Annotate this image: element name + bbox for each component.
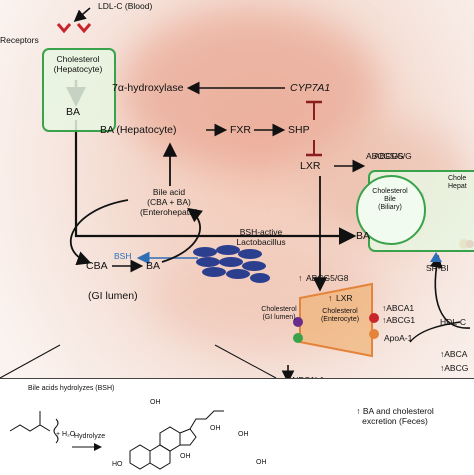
steroid-ring-d [179,428,197,446]
lxr-top-label: LXR [300,160,321,172]
bile-canaliculus [356,175,426,245]
abcg1-text: ABCG1 [386,315,416,325]
receptor-chevron-2 [76,23,92,34]
bsh-active-label: BSH-active Lactobacillus [236,227,286,247]
bsh-label: BSH [114,251,132,261]
panel-hydrolyze: Hydrolyze [74,433,106,440]
transporter-dot-orange [369,329,379,339]
excretion-label: ↑ BA and cholesterol excretion (Feces) [356,406,434,426]
excretion-text: BA and cholesterol excretion (Feces) [362,406,434,426]
transporter-dot-green [293,333,303,343]
ldl-label: LDL-C (Blood) [98,1,153,11]
panel-bracket-left [0,344,61,379]
abcg-right-text: ABCG [444,363,469,373]
transporter-dot-red [369,313,379,323]
panel-oh-2: OH [210,425,221,432]
panel-h2o: + H₂O [56,431,76,438]
bile-acid-label: Bile acid (CBA + BA) (Enterohepatic) [139,187,199,217]
ba-to-bile-curve [161,207,203,263]
bacteria-cluster [193,245,270,283]
abcg5-mid-arrow: ↑ [298,273,303,283]
abca1-label: ↑ABCA1 [382,303,415,313]
hepatocyte-box [42,48,116,132]
hdl-srbi-curve [429,254,471,329]
panel-bracket-right [214,344,277,379]
reaction-drawing [9,410,224,470]
panel-oh-5: OH [256,459,267,466]
enterocyte-box [299,282,373,358]
transporter-dot-purple [293,317,303,327]
abcg1-label: ↑ABCG1 [382,315,416,325]
bile-to-cba-curve [69,199,129,266]
cyp7a1-label: CYP7A1 [290,82,331,94]
chol-bile-label: Cholesterol Bile (Biliary) [372,188,408,212]
ba-right-label: BA [356,230,371,242]
srbi-marker [430,252,442,262]
abcg5-mid-label: ABCG5/G8 [306,273,349,283]
ba-hepatocyte-label: BA (Hepatocyte) [100,124,177,136]
steroid-ring-a [129,444,151,470]
lxr-mid-arrow: ↑ [328,293,333,303]
ldl-arrow [73,7,91,22]
hep-chol-label: Cholesterol (Hepatocyte) [53,54,103,74]
gi-ba-label: BA [146,260,161,272]
steroid-ring-b [149,444,171,470]
hydrolysis-panel: Bile acids hydrolyzes (BSH) + H₂O Hydrol… [0,378,474,475]
fxr-label: FXR [230,124,251,136]
chol-ent-label: Cholesterol (Enterocyte) [320,308,360,324]
gi-lumen-label: (GI lumen) [88,290,138,302]
hep-ba-label: BA [66,106,81,118]
sr-bi-label: SR-BI [426,263,449,273]
panel-title: Bile acids hydrolyzes (BSH) [28,385,115,392]
steroid-ring-c [159,426,181,452]
panel-oh-3: OH [180,453,191,460]
lxr-mid-label: LXR [336,293,353,303]
apoa-hdl-curve [409,321,461,343]
shp-label: SHP [288,124,310,136]
receptors-label: Receptors [0,35,39,45]
hdl-label: HDL-C [440,317,466,327]
apoa1-label: ApoA-1 [384,333,413,343]
abcg5-top-text: ABCG5/G [374,151,412,161]
cba-label: CBA [86,260,108,272]
panel-oh-4: OH [238,431,249,438]
panel-ho: HO [112,461,123,468]
chol-hepat-right-label: Chole Hepat [448,175,467,191]
abcg-right-label: ↑ABCG [440,363,469,373]
panel-oh-1: OH [150,399,161,406]
hydroxylase-label: 7α-hydroxylase [112,82,184,94]
abca-right-text: ABCA [444,349,468,359]
receptor-chevron-1 [56,23,72,34]
abca1-text: ABCA1 [386,303,415,313]
ba-long-path [74,120,357,245]
abcg5-top-label: ABCG5/G [366,151,404,161]
abca-right-label: ↑ABCA [440,349,468,359]
chol-gi-label: Cholesterol (GI lumen) [261,306,297,322]
